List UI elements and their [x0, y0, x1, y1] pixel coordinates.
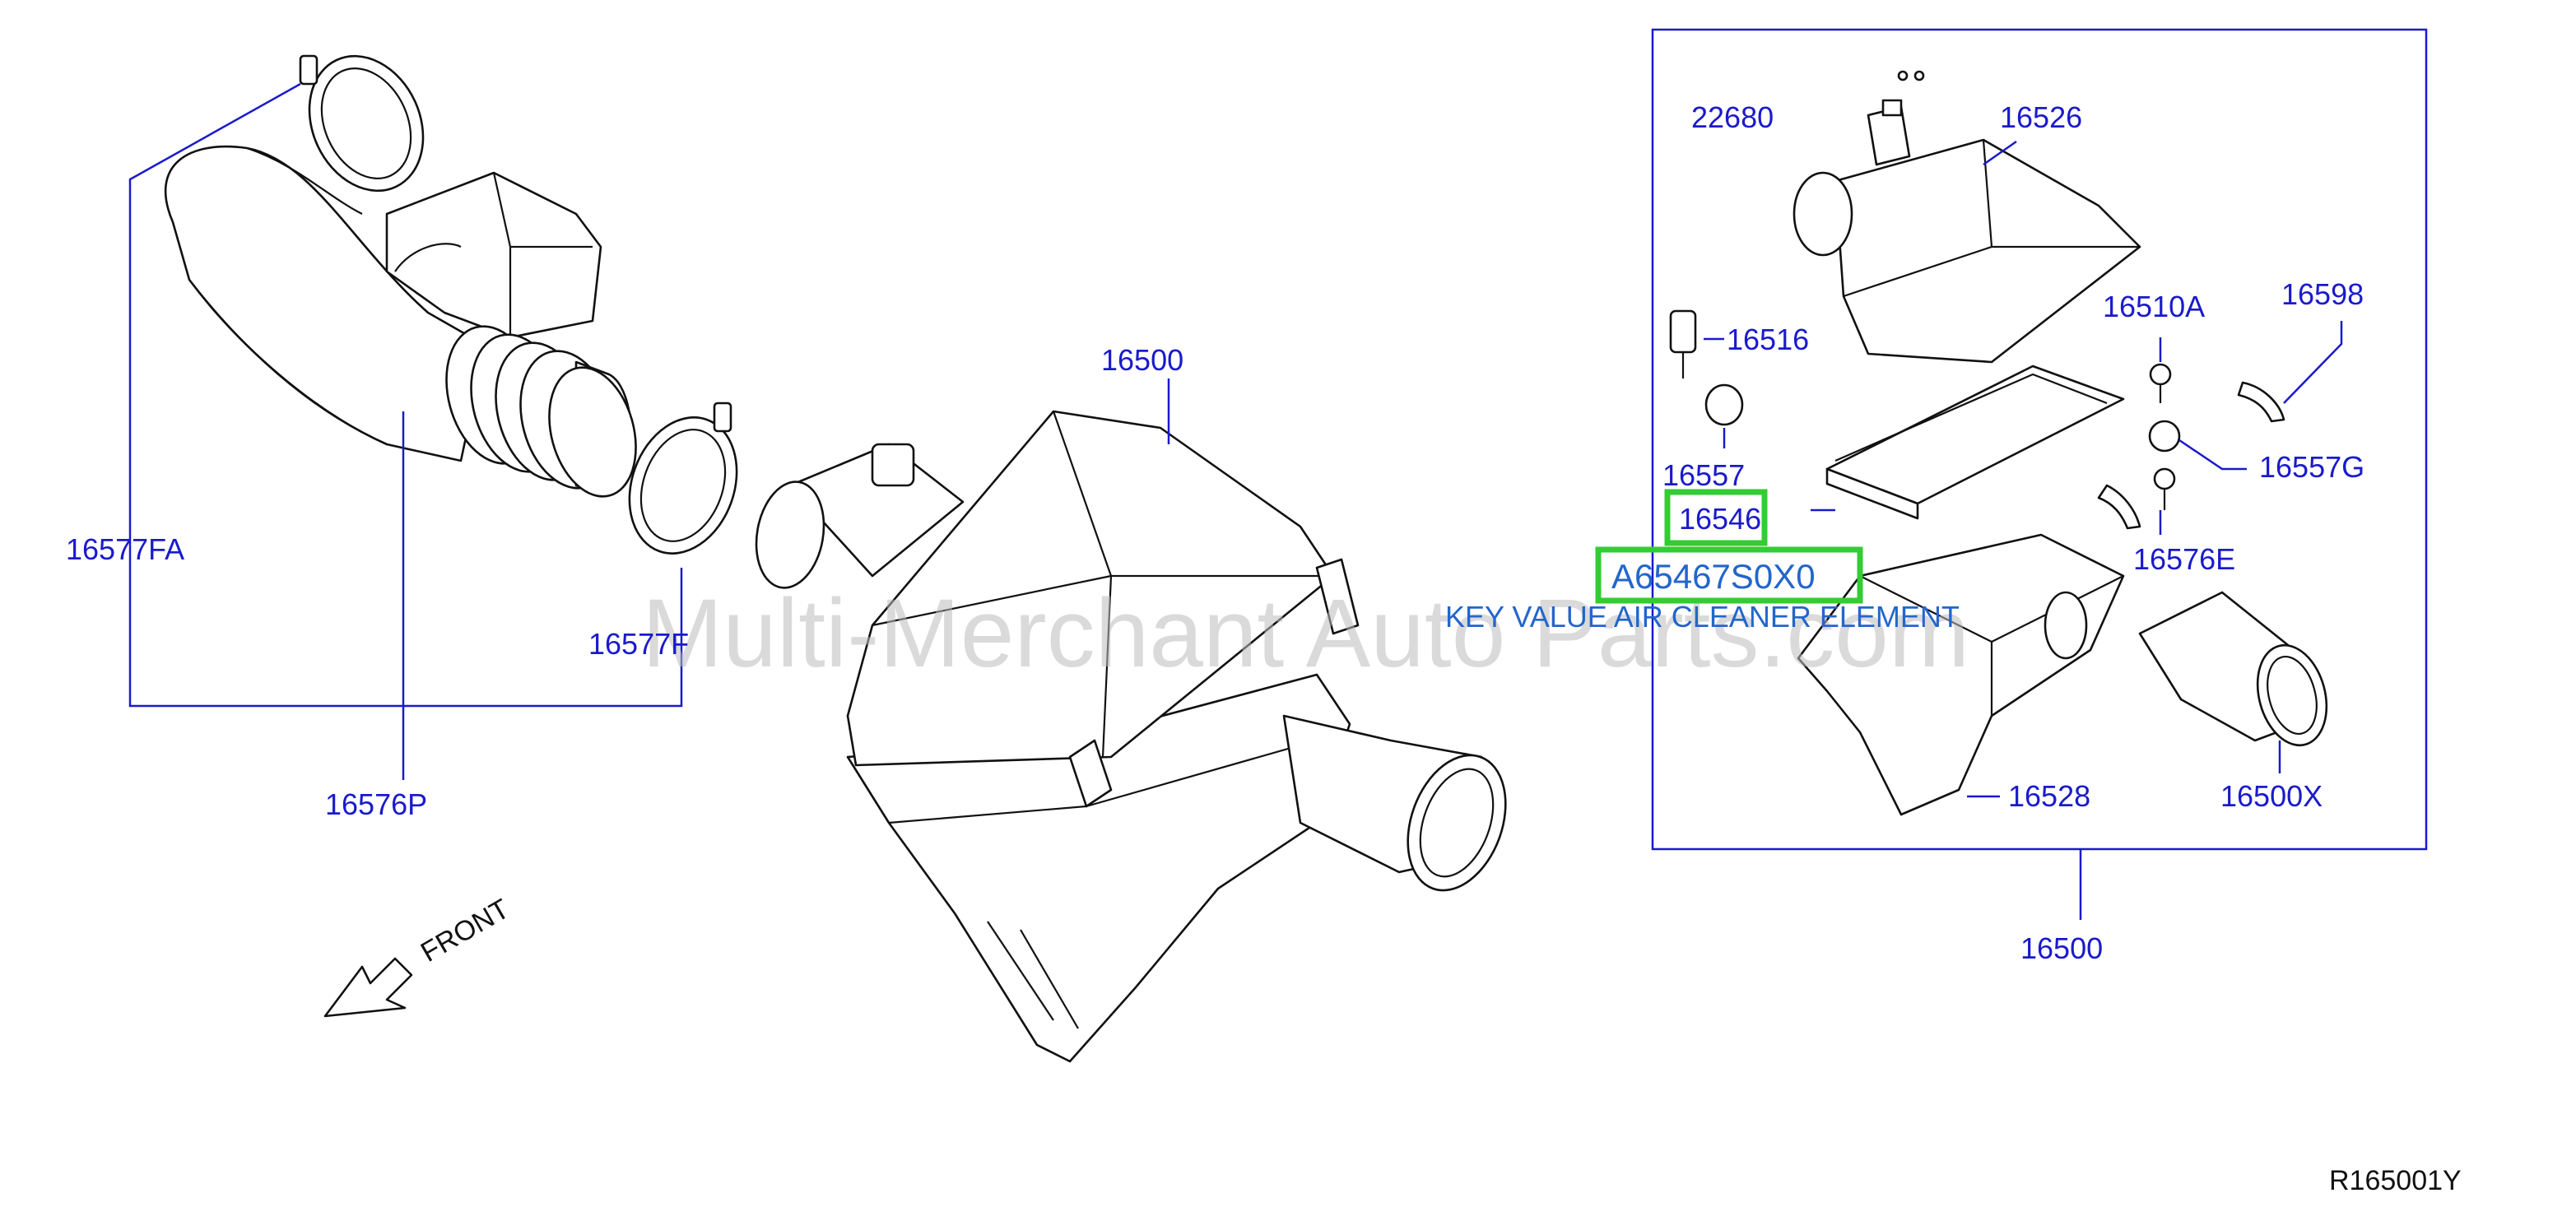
label-16526: 16526 — [2000, 100, 2082, 134]
label-16500X: 16500X — [2220, 779, 2323, 813]
label-16557G: 16557G — [2259, 450, 2364, 484]
key-part-description: KEY VALUE AIR CLEANER ELEMENT — [1445, 600, 1960, 634]
intake-duct-drawing — [164, 54, 738, 555]
front-arrow-icon — [323, 957, 413, 1018]
exploded-leader-lines — [1704, 140, 2343, 798]
exploded-view-frame — [1651, 28, 2428, 851]
front-label: FRONT — [416, 893, 514, 968]
label-16528: 16528 — [2008, 779, 2090, 813]
label-16576E: 16576E — [2133, 542, 2235, 576]
label-16516: 16516 — [1727, 323, 1809, 356]
highlight-16546 — [1664, 489, 1768, 546]
diagram-reference: R165001Y — [2329, 1165, 2462, 1196]
exploded-parts-drawing — [1669, 70, 2328, 816]
label-16598: 16598 — [2281, 277, 2364, 311]
highlight-key-part — [1595, 546, 1863, 604]
label-16546: 16546 — [1679, 502, 1761, 536]
key-part-code: A65467S0X0 — [1611, 557, 1816, 596]
label-16577F: 16577F — [588, 627, 689, 661]
label-22680: 22680 — [1691, 100, 1774, 134]
left-leader-lines — [128, 82, 683, 780]
label-16576P: 16576P — [325, 787, 427, 821]
label-16557: 16557 — [1662, 458, 1745, 492]
label-16577FA: 16577FA — [66, 532, 184, 566]
watermark: Multi-Merchant Auto Parts.com — [642, 579, 1969, 688]
label-16510A: 16510A — [2103, 290, 2205, 323]
label-16500-main: 16500 — [1101, 343, 1183, 377]
label-16500-box: 16500 — [2020, 931, 2103, 965]
air-cleaner-assembly-drawing — [755, 410, 1507, 1063]
